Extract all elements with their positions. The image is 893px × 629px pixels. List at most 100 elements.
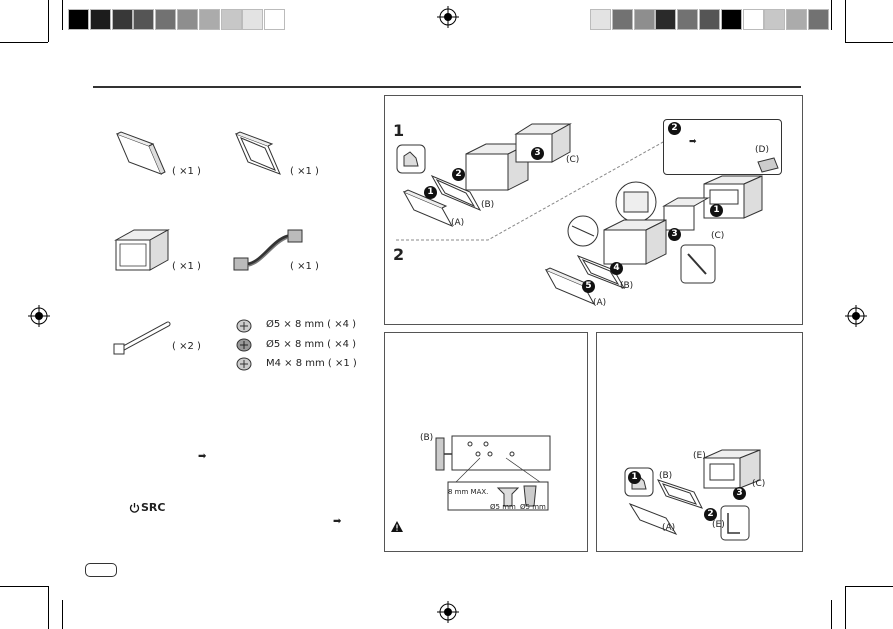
qty-tool: ( ×2 ) [172, 341, 201, 352]
registration-mark-icon [437, 6, 459, 28]
part-label-e: (E) [693, 451, 706, 461]
callout-arrow: ➡ [689, 137, 697, 147]
color-swatch [611, 9, 633, 30]
part-label-b4: (B) [659, 471, 673, 481]
step-number-badge: 5 [582, 280, 595, 293]
src-label: SRC [141, 501, 166, 514]
step-divider-dashed [396, 131, 682, 241]
faceplate-a2-drawing [544, 267, 596, 306]
hand-icon [396, 144, 426, 174]
qty-faceplate: ( ×1 ) [172, 166, 201, 177]
unit-side-drawing [435, 435, 551, 471]
removal-panel [596, 332, 803, 552]
screw-icon [236, 338, 252, 352]
step-number-badge: 1 [710, 204, 723, 217]
screwdriver-detail-drawing [680, 244, 716, 284]
step-number-badge: 4 [610, 262, 623, 275]
part-label-a3: (A) [662, 523, 676, 533]
zoom-detail2-drawing [567, 215, 599, 247]
color-swatch [655, 9, 677, 30]
part-label-a2: (A) [593, 298, 607, 308]
crop-mark [0, 586, 48, 587]
part-label-b: (B) [481, 200, 495, 210]
arrow-glyph: ➡ [198, 451, 207, 462]
color-swatch [742, 9, 764, 30]
power-icon [129, 503, 140, 513]
screw-label: M4 × 8 mm ( ×1 ) [266, 358, 357, 369]
color-swatch [133, 9, 155, 30]
part-label-b2: (B) [620, 281, 634, 291]
screw-zoom-drawing [447, 457, 549, 511]
step-number-badge: 1 [424, 186, 437, 199]
diameter-label: Ø5 mm [520, 503, 546, 511]
color-swatch [155, 9, 177, 30]
registration-mark-icon [437, 601, 459, 623]
mounting-sleeve-part-icon [114, 229, 170, 271]
part-label-a: (A) [451, 218, 465, 228]
color-swatch [111, 9, 133, 30]
removal-trim-drawing [657, 479, 703, 509]
removal-faceplate-drawing [628, 502, 678, 536]
part-label-d: (D) [755, 145, 769, 155]
color-swatch [68, 9, 89, 30]
dashboard-drawing [703, 175, 763, 219]
trim-b2-drawing [576, 255, 626, 289]
color-swatch [699, 9, 720, 30]
crop-mark [845, 586, 893, 587]
part-label-b3: (B) [420, 433, 434, 443]
language-tab [85, 563, 117, 577]
unit2-drawing [603, 219, 667, 265]
color-swatch [720, 9, 742, 30]
faceplate-a-drawing [402, 189, 454, 228]
step-number-badge: 2 [704, 508, 717, 521]
crop-mark [48, 586, 49, 629]
removal-tool-part-icon [113, 321, 171, 355]
crop-mark [845, 42, 893, 43]
removal-tool-detail-drawing [720, 505, 750, 541]
diameter-label: Ø5 mm [490, 503, 516, 511]
part-label-c3: (C) [752, 479, 766, 489]
color-swatch [633, 9, 655, 30]
color-swatch [220, 9, 242, 30]
part-label-c: (C) [566, 155, 580, 165]
color-swatch [198, 9, 220, 30]
crop-mark [831, 0, 832, 30]
screw-icon [236, 357, 252, 371]
crop-mark [0, 42, 48, 43]
crop-mark [48, 0, 49, 42]
crop-mark [845, 0, 846, 42]
color-swatch [89, 9, 111, 30]
trim-plate-part-icon [235, 131, 281, 175]
part-label-c2: (C) [711, 231, 725, 241]
step-number-badge: 2 [452, 168, 465, 181]
screw-label: Ø5 × 8 mm ( ×4 ) [266, 319, 357, 330]
sleeve-c2-drawing [662, 197, 710, 231]
qty-trim-plate: ( ×1 ) [290, 166, 319, 177]
step-2-label: 2 [393, 245, 405, 264]
step-number-badge: 2 [668, 122, 681, 135]
crop-mark [845, 586, 846, 629]
screw-label: Ø5 × 8 mm ( ×4 ) [266, 339, 357, 350]
registration-mark-icon [845, 305, 867, 327]
color-swatch [677, 9, 699, 30]
part-label-e2: (E) [712, 520, 725, 530]
crop-mark [62, 600, 63, 629]
arrow-glyph: ➡ [333, 516, 342, 527]
crop-mark [831, 600, 832, 629]
color-swatch [590, 9, 611, 30]
max-length-label: 8 mm MAX. [448, 488, 489, 496]
step-1-label: 1 [393, 121, 405, 140]
color-swatch [808, 9, 829, 30]
qty-harness: ( ×1 ) [290, 261, 319, 272]
trim-b-drawing [430, 174, 482, 212]
color-swatch [764, 9, 786, 30]
bend-tab-drawing [757, 157, 779, 173]
registration-mark-icon [28, 305, 50, 327]
step-number-badge: 3 [531, 147, 544, 160]
crop-mark [62, 0, 63, 30]
warning-icon [391, 521, 403, 532]
header-rule [93, 86, 801, 88]
screw-icon [236, 319, 252, 333]
color-swatch [264, 9, 286, 30]
step-number-badge: 3 [733, 487, 746, 500]
